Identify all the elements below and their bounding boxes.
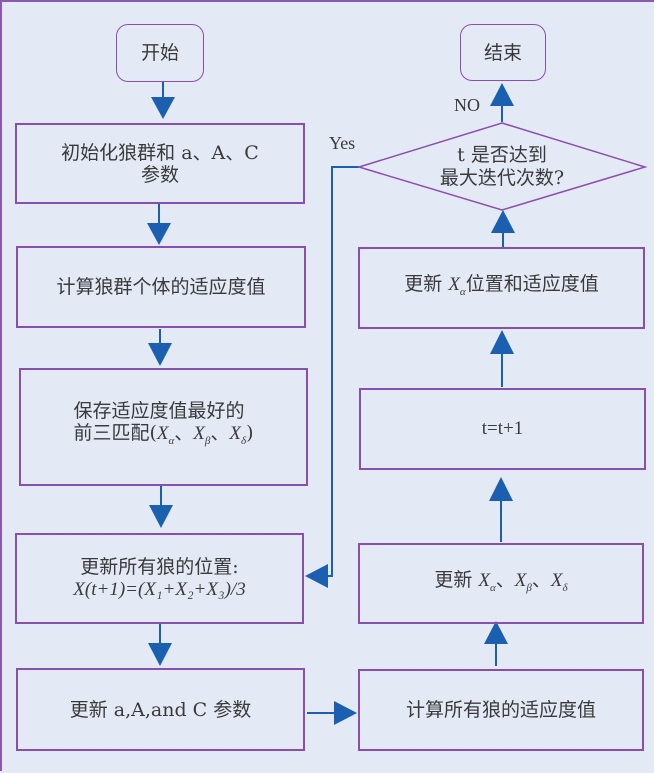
arrow-start-to-init [151,82,175,119]
update-three-prefix: 更新 [434,568,479,591]
save-best-line1: 保存适应度值最好的 [73,400,245,422]
save-best-prefix: 前三匹配( [73,422,157,444]
separator: 、 [495,568,515,591]
alpha-subscript: α [459,285,466,298]
x-symbol: X [448,274,460,295]
arrow-calc-fitness-to-update-three [484,621,508,666]
decision-diamond [356,122,648,211]
separator: 、 [210,422,230,444]
fitness-node: 计算狼群个体的适应度值 [16,246,306,328]
separator: 、 [531,568,551,591]
decision-line2: 最大迭代次数? [439,167,565,189]
alpha-subscript: α [490,581,496,594]
arrow-decision-yes-to-update-pos [305,166,359,588]
delta-subscript: δ [241,434,247,447]
update-positions-node: 更新所有狼的位置: X(t+1)=(X₁+X₂+X₃)/3 [15,533,304,624]
delta-subscript: δ [562,581,568,594]
calc-all-fitness-label: 计算所有狼的适应度值 [405,699,596,721]
init-node: 初始化狼群和 a、A、C 参数 [15,123,305,204]
decision-line1: t 是否达到 [457,144,547,166]
update-params-label: 更新 a,A,and C 参数 [69,698,252,721]
update-three-node: 更新 Xα、Xβ、Xδ [358,543,644,624]
end-node: 结束 [460,24,546,81]
close-paren: ) [246,422,254,444]
alpha-subscript: α [168,434,175,447]
arrow-decision-to-end [490,83,514,122]
arrow-update-three-to-increment [489,477,513,542]
beta-subscript: β [204,434,211,447]
x-symbol: X [193,423,205,444]
arrow-save-best-to-update-pos [149,486,173,528]
edge-label-yes: Yes [329,133,356,153]
start-node: 开始 [116,24,204,82]
increment-label: t=t+1 [481,418,524,439]
edge-label-no: NO [454,95,480,115]
update-alpha-prefix: 更新 [404,273,449,295]
start-label: 开始 [140,42,179,64]
x-symbol: X [514,569,527,591]
save-best-line2: 前三匹配(Xα、Xβ、Xδ) [73,422,254,447]
arrow-fitness-to-save-best [148,329,172,366]
arrow-init-to-fitness [147,204,171,245]
x-symbol: X [156,423,169,444]
update-positions-line1: 更新所有狼的位置: [80,556,239,578]
update-params-node: 更新 a,A,and C 参数 [16,668,305,751]
x-symbol: X [550,569,563,591]
increment-node: t=t+1 [359,388,646,470]
update-alpha-suffix: 位置和适应度值 [465,273,599,295]
update-alpha-node: 更新 Xα位置和适应度值 [358,247,645,329]
arrow-update-alpha-to-decision [491,210,515,248]
save-best-node: 保存适应度值最好的 前三匹配(Xα、Xβ、Xδ) [19,368,308,486]
arrow-update-pos-to-update-params [148,624,172,666]
x-symbol: X [229,423,241,444]
decision-text: t 是否达到 最大迭代次数? [402,144,602,190]
arrow-increment-to-update-alpha [490,330,514,387]
init-line2: 参数 [140,163,179,186]
separator: 、 [174,422,194,444]
end-label: 结束 [483,41,522,64]
calc-all-fitness-node: 计算所有狼的适应度值 [358,669,644,751]
arrow-update-params-to-calc-fitness [307,701,357,725]
init-line1: 初始化狼群和 a、A、C [61,141,259,164]
fitness-label: 计算狼群个体的适应度值 [56,276,266,298]
update-positions-formula: X(t+1)=(X₁+X₂+X₃)/3 [73,579,246,600]
beta-subscript: β [526,581,532,594]
x-symbol: X [478,569,490,591]
